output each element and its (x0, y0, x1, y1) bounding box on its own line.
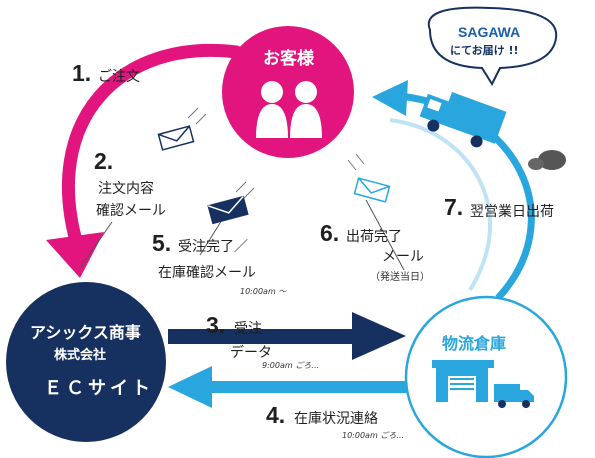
mail-envelope-6 (353, 177, 391, 203)
ec-company-name: アシックス商事 (30, 323, 141, 342)
step-2-label-line1: 注文内容 (98, 181, 154, 197)
bubble-message: にてお届け !! (450, 44, 519, 57)
step-3-label-line2: データ (230, 345, 272, 361)
step-2-number: 2. (94, 148, 114, 174)
shipping-arc-inner (389, 118, 492, 292)
step-5-label-line1: 受注完了／ (178, 239, 248, 255)
order-arrowhead (46, 232, 104, 278)
warehouse-truck-icon (494, 384, 534, 408)
ec-circle (6, 282, 166, 442)
mail-envelope-5 (207, 195, 249, 225)
step-3-number: 3. (206, 312, 226, 338)
step-6-label-line1: 出荷完了 (346, 229, 402, 245)
step-6-label-line2: メール (382, 249, 424, 265)
ec-site-label: ＥＣサイト (44, 378, 154, 399)
step-4-label: 在庫状況連絡 (294, 411, 378, 427)
order-data-bar-2 (300, 329, 362, 344)
speech-bubble (427, 6, 558, 87)
connector-2 (79, 221, 113, 269)
warehouse-label: 物流倉庫 (442, 334, 507, 353)
step-3-time: 9:00am ごろ… (262, 361, 320, 370)
exhaust-smoke (538, 150, 566, 170)
step-1-label: ご注文 (98, 69, 140, 85)
shipping-arrowhead (372, 80, 408, 116)
order-data-arrowhead (352, 312, 406, 360)
bubble-carrier: SAGAWA (458, 24, 521, 40)
warehouse-building-icon (432, 360, 494, 402)
mail-trail-6 (347, 153, 365, 171)
step-6-number: 6. (320, 220, 340, 246)
order-arrow (62, 44, 243, 255)
customer-label: お客様 (263, 49, 314, 69)
step-7-number: 7. (444, 194, 464, 220)
step-5-time: 10:00am 〜 (240, 287, 287, 296)
step-6-sub: （発送当日） (370, 272, 430, 283)
delivery-truck-icon (419, 92, 507, 148)
order-data-bar (168, 329, 308, 344)
customer-body-2 (290, 104, 322, 138)
step-7-label: 翌営業日出荷 (470, 204, 554, 220)
step-5-label-line2: 在庫確認メール (158, 265, 256, 281)
customer-body-1 (256, 104, 288, 138)
stock-report-bar (200, 381, 416, 393)
customer-person-1 (261, 81, 283, 103)
customer-person-2 (295, 81, 317, 103)
stock-report-arrowhead (168, 366, 212, 408)
mail-envelope-2 (157, 125, 195, 151)
mail-trail-2 (187, 107, 207, 125)
step-5-number: 5. (152, 230, 172, 256)
mail-trail-5 (235, 181, 255, 199)
exhaust-smoke-2 (528, 158, 544, 170)
step-1-number: 1. (72, 60, 92, 86)
step-4-number: 4. (266, 402, 286, 428)
step-2-label-line2: 確認メール (96, 203, 166, 219)
ec-company-type: 株式会社 (54, 348, 107, 363)
step-4-time: 10:00am ごろ… (342, 431, 405, 440)
step-3-label-line1: 受注 (234, 321, 262, 337)
connector-6 (365, 199, 405, 271)
